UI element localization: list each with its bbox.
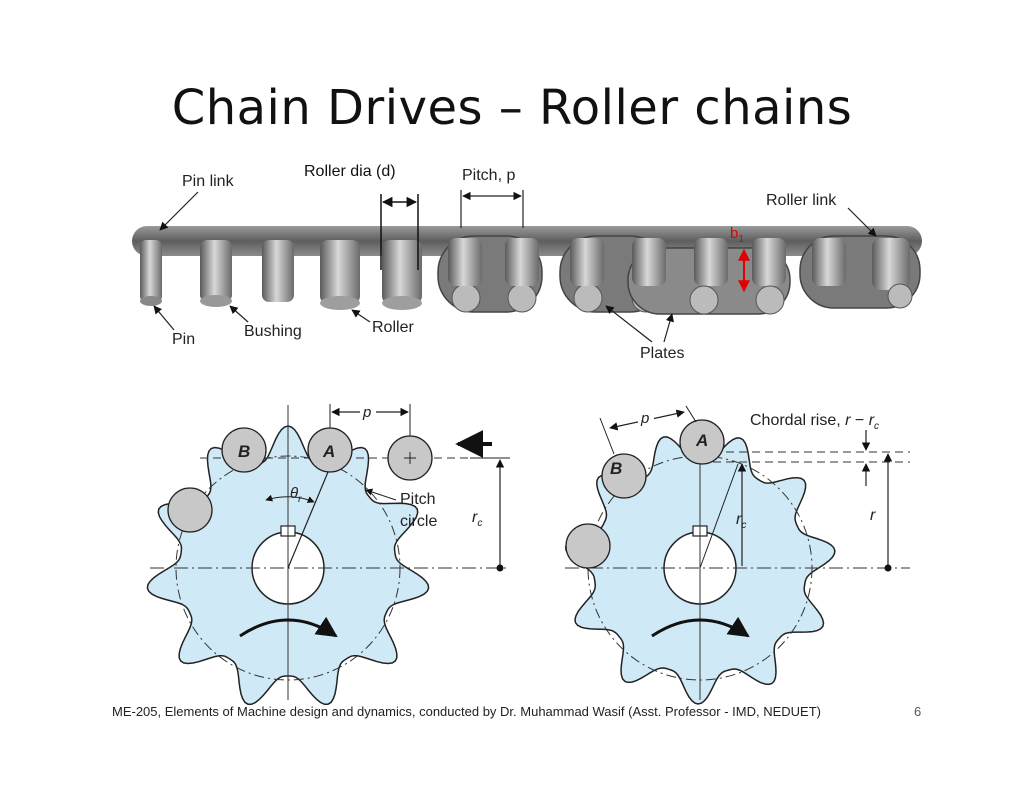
pitch-label: Pitch, p	[462, 167, 515, 184]
left-roller-b-label: B	[238, 442, 250, 461]
roller-end-2	[382, 296, 422, 310]
right-chordal-r: r	[845, 412, 851, 429]
right-roller-c	[565, 523, 611, 569]
right-rotation-arrow	[651, 616, 750, 638]
plates-leader-1	[605, 305, 653, 343]
pin-link-leader	[159, 191, 199, 231]
right-roller-a	[679, 419, 725, 465]
b1-label: b1	[730, 225, 744, 245]
left-pitch-circle-label-1: Pitch	[400, 491, 436, 508]
left-p-label-bg	[360, 402, 376, 420]
right-roller-b-label: B	[610, 459, 622, 478]
left-roller-c	[167, 487, 213, 533]
pin-cylinder	[140, 240, 162, 302]
right-chordal-minus: −	[850, 412, 868, 429]
right-p-ext-2	[685, 405, 697, 423]
roller-leader	[351, 309, 371, 323]
roller-end	[320, 296, 360, 310]
right-radius-line	[699, 463, 739, 569]
slide-footer: ME-205, Elements of Machine design and d…	[112, 704, 821, 719]
left-pitch-circle-leader	[365, 488, 397, 501]
bushing-label: Bushing	[244, 323, 302, 340]
right-r-dot	[884, 564, 892, 572]
chain-annotations: Roller dia (d) Pitch, p Pin link Roller …	[153, 163, 877, 362]
right-chordal-rise-label: Chordal rise, r − rc	[750, 412, 879, 432]
left-rc-main: r	[472, 509, 478, 526]
right-chordal-text: Chordal rise,	[750, 412, 845, 429]
left-rc-sub: c	[477, 518, 482, 529]
right-rc-sub: c	[741, 520, 746, 531]
right-p-label-bg	[638, 408, 654, 426]
bushing-end	[200, 295, 232, 307]
slide-title: Chain Drives – Roller chains	[171, 80, 853, 136]
roller-cylinder-2	[382, 240, 422, 304]
left-pitch-circle-label-2: circle	[400, 513, 437, 530]
right-sprocket-figure: A B p rc Chordal rise, r − rc r	[564, 405, 910, 705]
roller-chain	[132, 226, 922, 315]
right-p-ext-1	[599, 417, 615, 455]
pin-end	[140, 296, 162, 306]
bushing-cylinder-2	[262, 240, 294, 302]
page-number: 6	[914, 704, 922, 719]
left-theta-label: θr	[290, 485, 302, 505]
roller-cylinder	[320, 240, 360, 304]
right-rc-label: rc	[736, 511, 746, 531]
pin-leader	[153, 305, 175, 331]
left-rotation-arrow	[239, 616, 338, 638]
left-roller-a-label: A	[322, 442, 335, 461]
pin-link-label: Pin link	[182, 173, 235, 190]
right-rc-main: r	[736, 511, 742, 528]
left-theta-main: θ	[290, 485, 298, 502]
right-chordal-rc-sub: c	[874, 421, 879, 432]
roller-link-label: Roller link	[766, 192, 837, 209]
roller-label: Roller	[372, 319, 414, 336]
left-roller-b	[221, 427, 267, 473]
b1-sub: 1	[738, 234, 744, 245]
left-theta-sub: r	[298, 494, 302, 505]
roller-links	[437, 235, 921, 315]
right-chordal-rc: r	[869, 412, 875, 429]
bushing-cylinder	[200, 240, 232, 302]
pin-label: Pin	[172, 331, 195, 348]
right-p-label: p	[640, 410, 649, 427]
left-rc-dot	[496, 564, 504, 572]
right-roller-a-label: A	[695, 431, 708, 450]
plates-leader-2	[663, 313, 674, 343]
left-radius-line	[287, 471, 329, 569]
roller-dia-label: Roller dia (d)	[304, 163, 396, 180]
left-theta-arc	[265, 494, 315, 503]
left-sprocket-figure: B A p θr Pitch circle rc	[146, 402, 510, 706]
left-rc-label: rc	[472, 509, 482, 529]
b1-main: b	[730, 225, 738, 242]
roller-link-leader	[847, 207, 877, 237]
plates-label: Plates	[640, 345, 684, 362]
right-roller-b	[601, 453, 647, 499]
bushing-leader	[229, 305, 249, 323]
left-p-label: p	[362, 404, 371, 421]
right-r-label: r	[870, 507, 876, 524]
